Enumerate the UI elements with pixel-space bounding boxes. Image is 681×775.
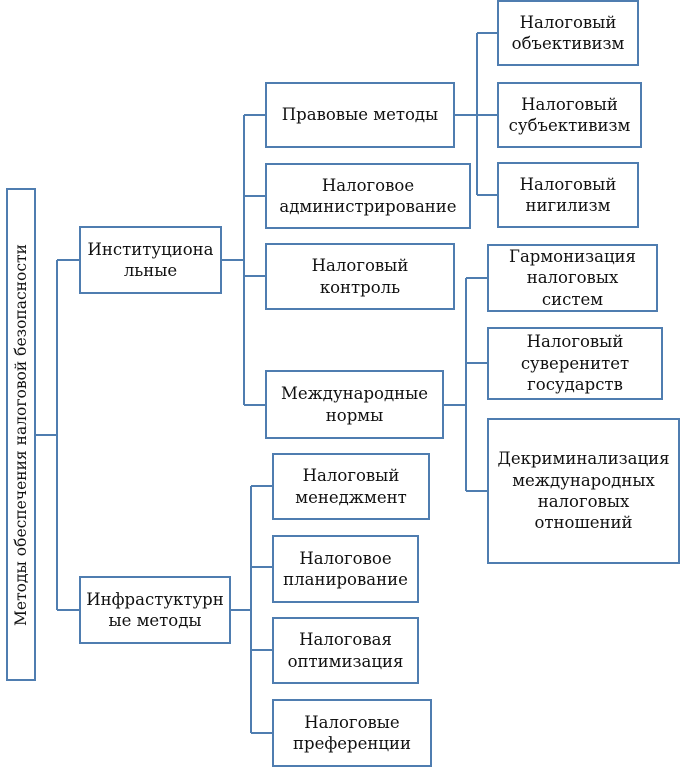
- node-legal-methods: Правовые методы: [265, 82, 455, 148]
- node-decriminalization: Декриминализация международных налоговых…: [487, 418, 680, 564]
- node-tax-nihilism: Налоговый нигилизм: [497, 162, 639, 228]
- root-box: Методы обеспечения налоговой безопасност…: [6, 188, 36, 681]
- node-tax-administration: Налоговое администрирование: [265, 163, 471, 229]
- node-tax-control: Налоговый контроль: [265, 243, 455, 310]
- node-tax-harmonization: Гармонизация налоговых систем: [487, 244, 658, 312]
- node-international-norms: Международные нормы: [265, 370, 444, 439]
- node-tax-management: Налоговый менеджмент: [272, 453, 430, 520]
- node-tax-planning: Налоговое планирование: [272, 535, 419, 603]
- node-tax-preferences: Налоговые преференции: [272, 699, 432, 767]
- node-institutional: Институциона льные: [79, 226, 222, 294]
- node-tax-subjectivism: Налоговый субъективизм: [497, 82, 642, 148]
- node-tax-objectivism: Налоговый объективизм: [497, 0, 639, 66]
- root-label: Методы обеспечения налоговой безопасност…: [12, 243, 30, 626]
- node-infrastructure: Инфрастуктурн ые методы: [79, 576, 231, 644]
- node-tax-optimization: Налоговая оптимизация: [272, 617, 419, 684]
- node-tax-sovereignty: Налоговый суверенитет государств: [487, 327, 663, 400]
